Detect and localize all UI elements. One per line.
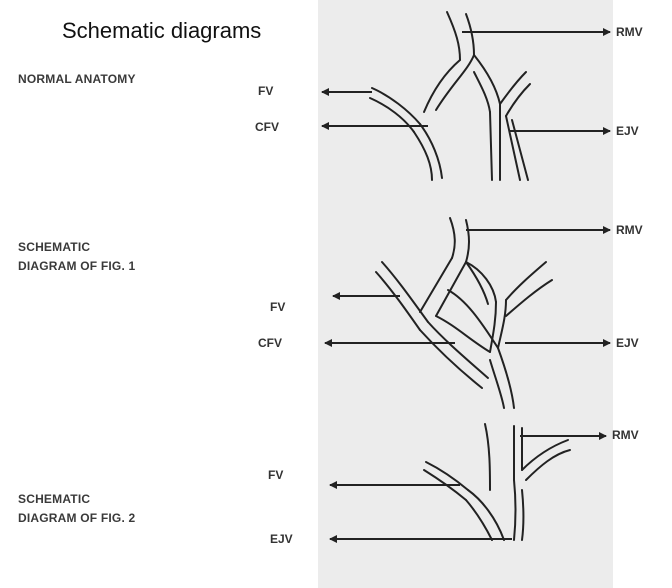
label-rmv: RMV	[612, 428, 639, 442]
normal-anatomy-veins	[370, 12, 530, 180]
label-cfv: CFV	[258, 336, 282, 350]
label-fv: FV	[270, 300, 285, 314]
label-rmv: RMV	[616, 223, 643, 237]
label-ejv: EJV	[616, 336, 639, 350]
label-fv: FV	[268, 468, 283, 482]
label-ejv: EJV	[270, 532, 293, 546]
section-label-normal-anatomy: NORMAL ANATOMY	[18, 70, 136, 89]
section-label-fig2: SCHEMATIC DIAGRAM OF FIG. 2	[18, 490, 135, 528]
section-label-fig1: SCHEMATIC DIAGRAM OF FIG. 1	[18, 238, 135, 276]
label-ejv: EJV	[616, 124, 639, 138]
label-fv: FV	[258, 84, 273, 98]
normal-anatomy-arrows	[322, 32, 610, 131]
label-cfv: CFV	[255, 120, 279, 134]
fig1-veins	[376, 218, 552, 408]
page-title: Schematic diagrams	[62, 18, 261, 44]
fig2-veins	[424, 424, 570, 540]
fig1-arrows	[325, 230, 610, 343]
label-rmv: RMV	[616, 25, 643, 39]
